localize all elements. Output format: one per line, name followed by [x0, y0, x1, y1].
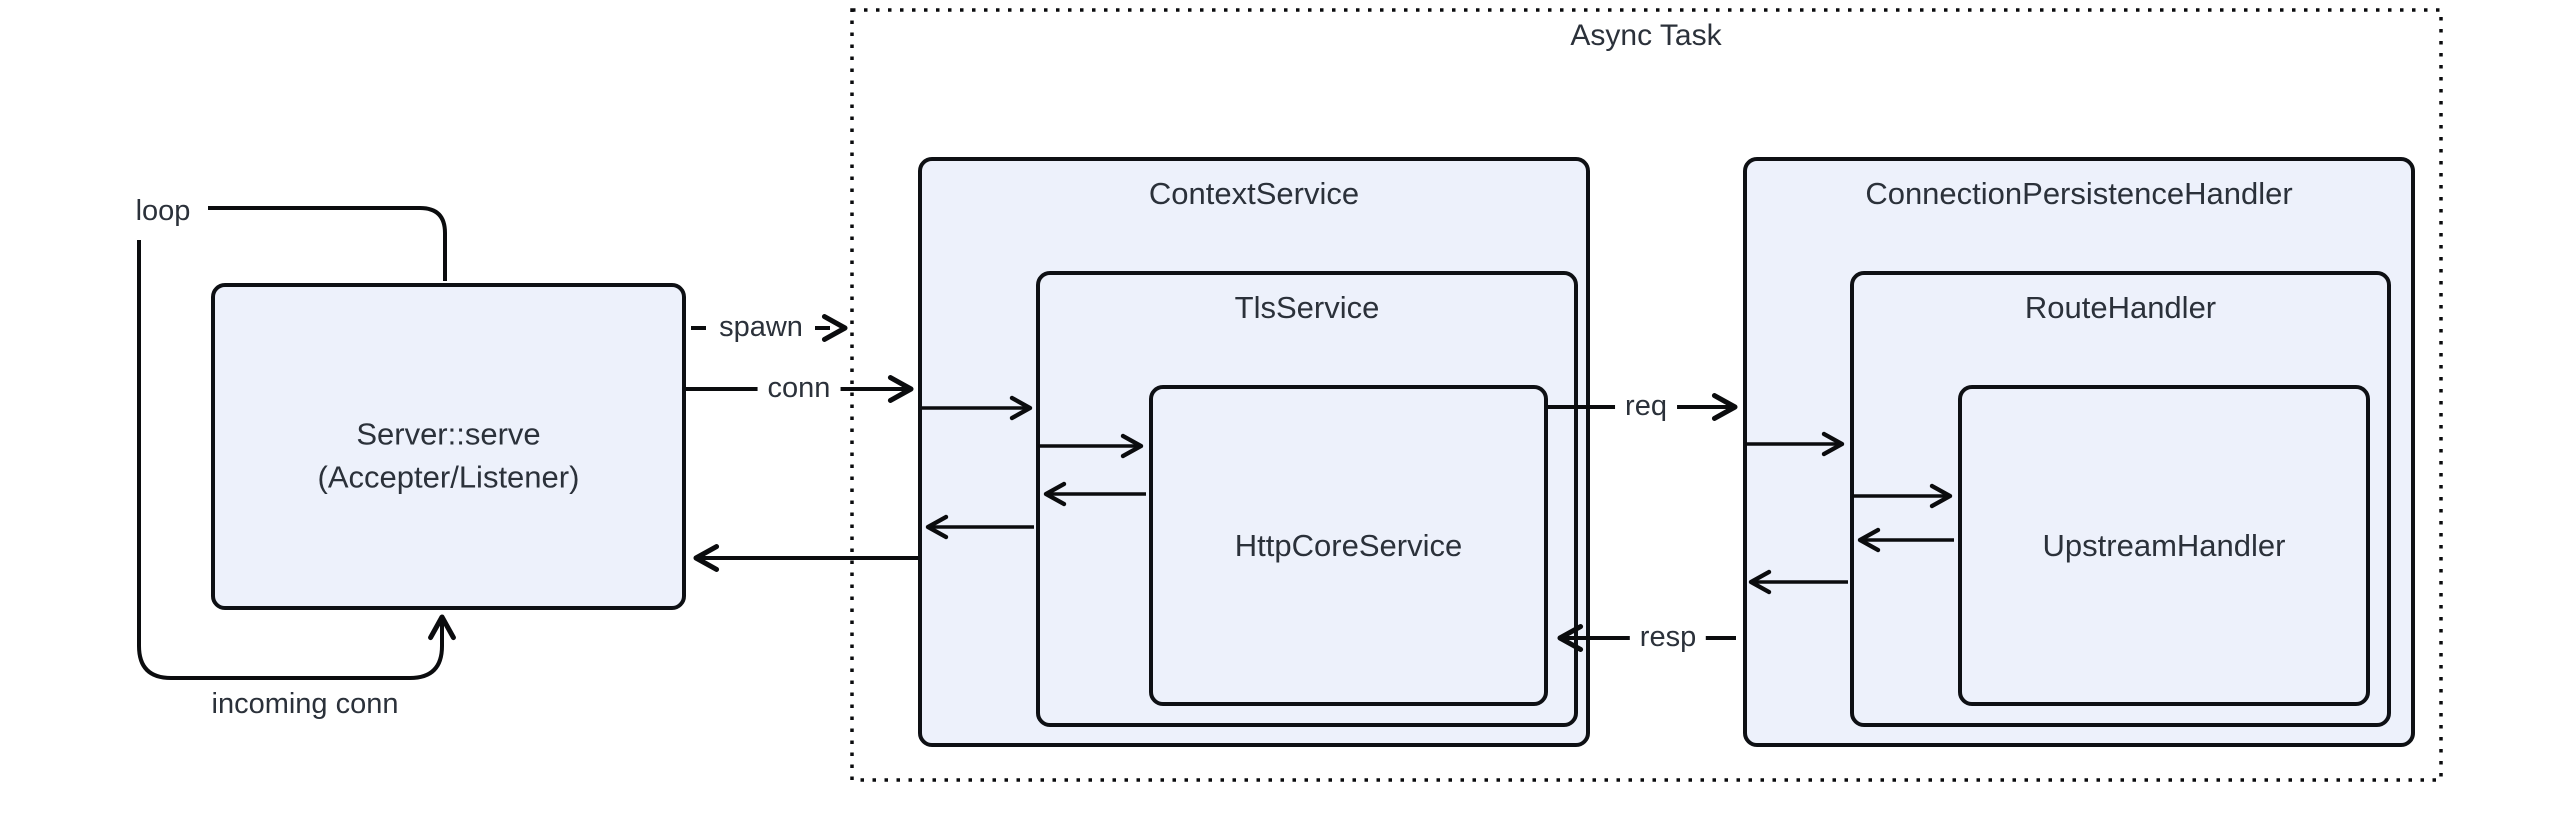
- http-core-service-node: HttpCoreService: [1149, 385, 1548, 706]
- route-handler-title: RouteHandler: [2024, 290, 2217, 325]
- context-service-title: ContextService: [1148, 176, 1360, 211]
- server-serve-node: Server::serve (Accepter/Listener): [211, 283, 686, 610]
- loop-edge-label: loop: [135, 195, 191, 227]
- req-edge-label: req: [1615, 388, 1677, 424]
- resp-edge-label: resp: [1629, 619, 1707, 655]
- http-core-service-title: HttpCoreService: [1234, 527, 1463, 563]
- conn-edge-label: conn: [757, 370, 841, 406]
- server-serve-label-line2: (Accepter/Listener): [317, 459, 580, 495]
- incoming-conn-edge-label: incoming conn: [211, 688, 399, 720]
- tls-service-title: TlsService: [1234, 290, 1380, 325]
- server-serve-label-line1: Server::serve: [356, 416, 541, 452]
- upstream-handler-title: UpstreamHandler: [2042, 527, 2286, 563]
- upstream-handler-node: UpstreamHandler: [1958, 385, 2370, 706]
- edge-loop-top: [208, 206, 447, 281]
- connection-persistence-handler-title: ConnectionPersistenceHandler: [1865, 176, 2293, 211]
- async-task-label: Async Task: [1570, 19, 1722, 52]
- server-serve-label: Server::serve (Accepter/Listener): [215, 412, 682, 498]
- spawn-edge-label: spawn: [709, 309, 813, 345]
